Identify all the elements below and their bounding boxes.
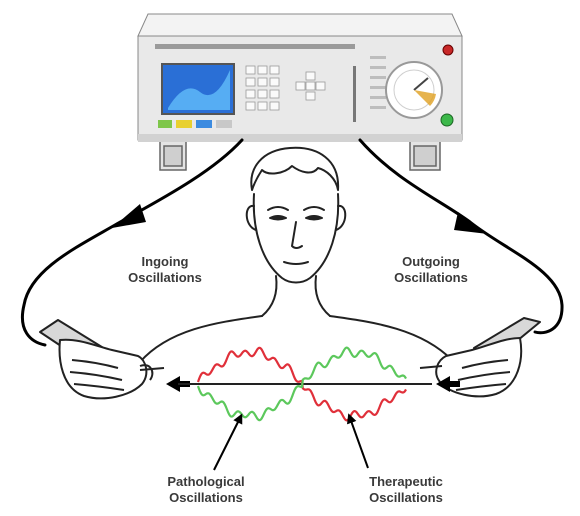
ingoing-arrow-icon: [112, 204, 146, 228]
left-hand-electrode-icon: [40, 320, 164, 398]
bicom-device-icon: [138, 14, 462, 170]
pathological-pointer: [214, 418, 240, 470]
device-power-knob: [443, 45, 453, 55]
outgoing-arrow-icon: [454, 212, 488, 234]
right-flow-arrow-tail: [450, 381, 460, 387]
therapeutic-pointer: [350, 418, 368, 468]
flow-arrow-icons: [112, 204, 488, 234]
device-gauge: [386, 62, 442, 118]
pathological-label: PathologicalOscillations: [146, 474, 266, 506]
left-flow-arrow-icon: [166, 376, 180, 392]
device-slider-track: [353, 66, 356, 122]
device-start-button: [441, 114, 453, 126]
device-bottom-edge: [138, 134, 462, 142]
outgoing-label: OutgoingOscillations: [376, 254, 486, 286]
device-display-strip: [155, 44, 355, 49]
left-cable: [22, 140, 242, 345]
therapeutic-label: TherapeuticOscillations: [346, 474, 466, 506]
device-top: [138, 14, 462, 36]
right-cable: [360, 140, 562, 333]
ingoing-label: IngoingOscillations: [110, 254, 220, 286]
